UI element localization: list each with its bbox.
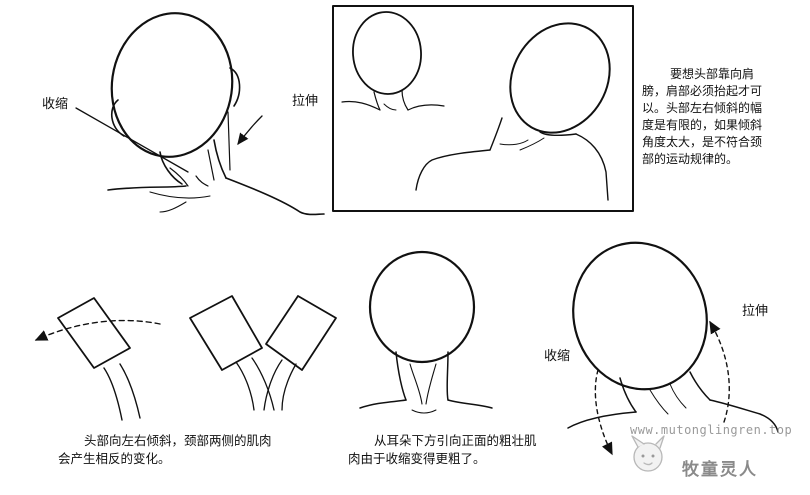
note-line: 角度太大，是不符合颈 <box>642 135 763 149</box>
fig2-framed-comparison <box>332 5 634 212</box>
watermark-url: www.mutonglingren.top <box>630 423 793 437</box>
watermark-brand: 牧童灵人 <box>682 460 758 480</box>
fig1-tilted-head <box>75 12 325 216</box>
caption-line: 从耳朵下方引向正面的粗壮肌 <box>374 433 537 448</box>
caption-line: 头部向左右倾斜，颈部两侧的肌肉 <box>84 433 272 448</box>
caption-line: 会产生相反的变化。 <box>58 451 171 466</box>
note-line: 以。头部左右倾斜的幅 <box>642 101 763 115</box>
note-line: 部的运动规律的。 <box>642 152 739 166</box>
fig6-tilted-head <box>567 241 779 456</box>
fig6-stretch-label: 拉伸 <box>742 304 769 319</box>
fig5-frontal-head <box>359 250 493 414</box>
watermark-mascot <box>631 435 665 472</box>
caption-line: 肉由于收缩变得更粗了。 <box>348 451 486 466</box>
fig1-contract-label: 收缩 <box>42 97 69 112</box>
explanation-note: 要想头部靠向肩 膀，肩部必须抬起才可 以。头部左右倾斜的幅 度是有限的，如果倾斜… <box>642 66 806 168</box>
fig4-paired-blocks <box>189 295 337 411</box>
caption-right: 从耳朵下方引向正面的粗壮肌 肉由于收缩变得更粗了。 <box>348 432 608 468</box>
fig6-contract-label: 收缩 <box>544 349 571 364</box>
note-line: 膀，肩部必须抬起才可 <box>642 84 763 98</box>
fig1-stretch-label: 拉伸 <box>292 94 319 109</box>
caption-left: 头部向左右倾斜，颈部两侧的肌肉 会产生相反的变化。 <box>58 432 358 468</box>
note-line: 要想头部靠向肩 <box>670 67 755 81</box>
fig3-block-tilt <box>34 297 161 421</box>
note-line: 度是有限的，如果倾斜 <box>642 118 763 132</box>
